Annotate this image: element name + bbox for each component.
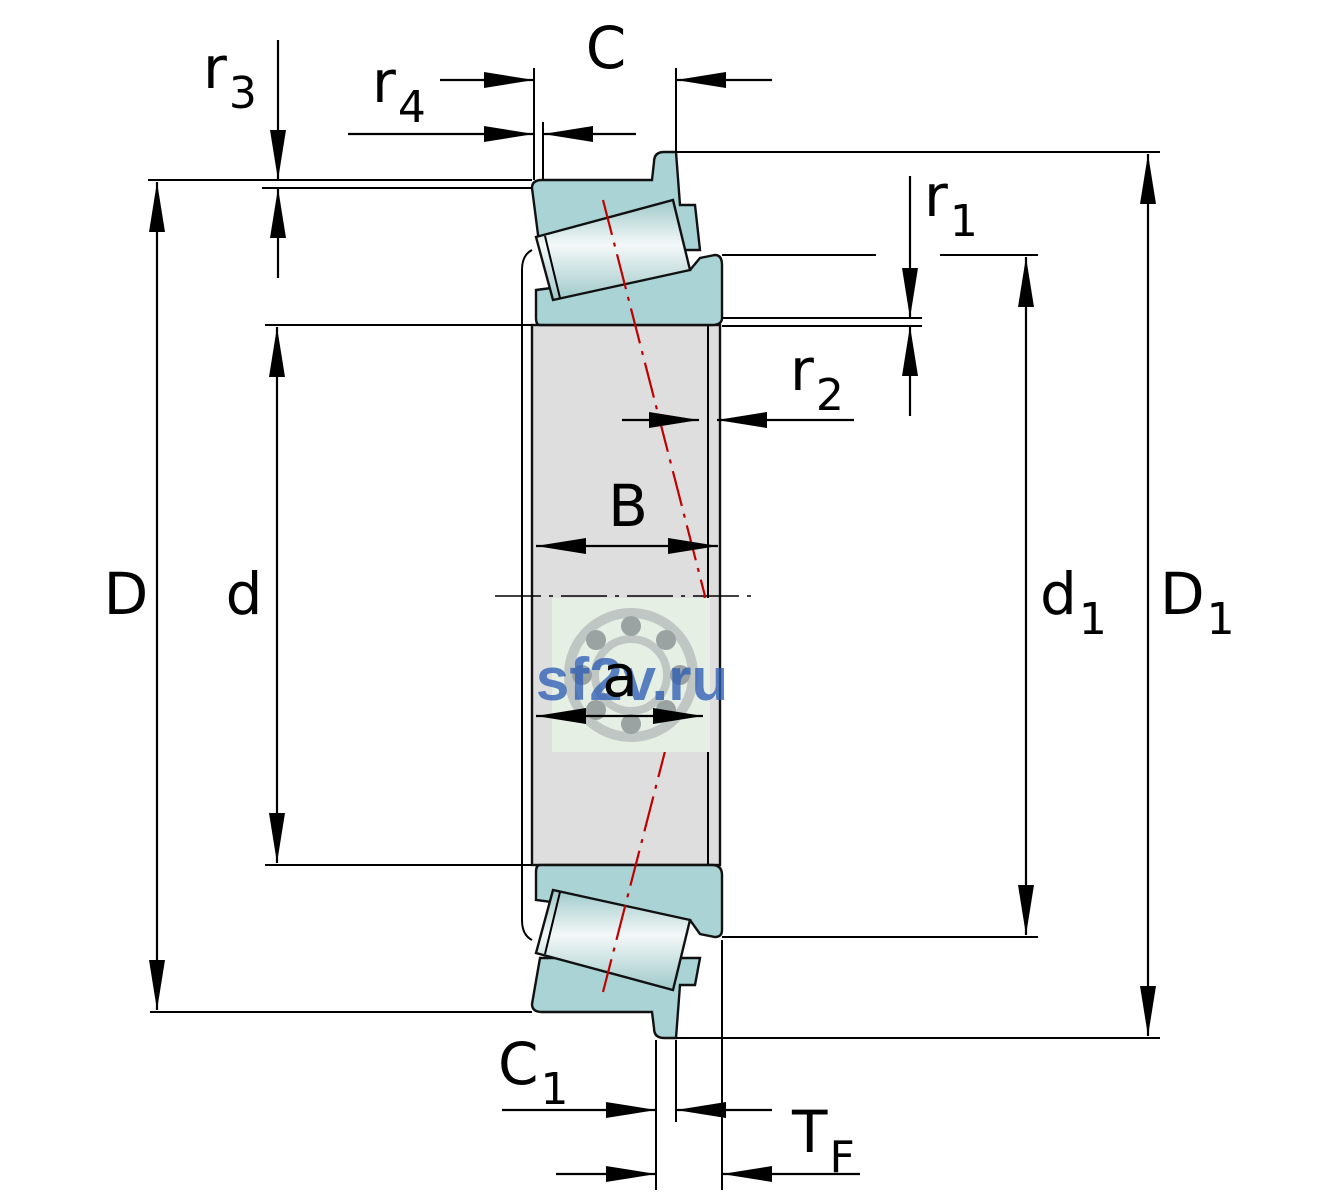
watermark-text: sf2v.ru [536,646,728,713]
label-r2: r2 [790,336,844,421]
extension-lines [148,68,1160,1190]
dimension-labels: C r3 r4 r1 r2 B D d a d1 D1 C1 TF [104,14,1235,1183]
watermark: sf2v.ru [536,598,728,752]
label-r3: r3 [203,34,257,119]
dimension-lines [149,40,1156,1182]
label-a: a [602,642,638,710]
pressure-axis-lines [601,199,707,993]
cage-outline [521,249,533,941]
tapered-roller-top [534,198,692,302]
inner-ring-bottom [534,863,724,939]
label-D: D [104,560,149,628]
bearing-cross-section [521,150,724,1040]
label-D1: D1 [1160,560,1235,645]
label-r1: r1 [924,162,978,247]
label-d1: d1 [1040,560,1107,645]
tapered-roller-bottom [534,888,692,992]
label-TF: TF [791,1098,855,1183]
label-C: C [586,14,627,82]
label-r4: r4 [372,48,426,133]
label-C1: C1 [498,1030,569,1115]
label-B: B [608,472,648,540]
inner-ring-bore [530,323,722,867]
label-d: d [226,560,263,628]
